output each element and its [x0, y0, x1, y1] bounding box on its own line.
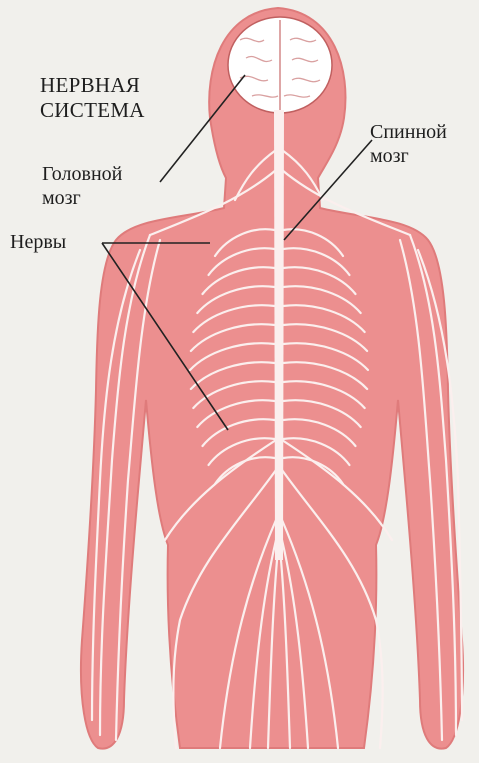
title-line-2: СИСТЕМА	[40, 98, 145, 123]
label-brain-line-2: мозг	[42, 186, 122, 210]
label-brain: Головной мозг	[42, 162, 122, 210]
label-spinal-cord-line-1: Спинной	[370, 120, 447, 144]
label-nerves-text: Нервы	[10, 230, 66, 254]
title-line-1: НЕРВНАЯ	[40, 73, 145, 98]
diagram-title: НЕРВНАЯ СИСТЕМА	[40, 73, 145, 123]
spinal-cord	[274, 110, 284, 560]
label-nerves: Нервы	[10, 230, 66, 254]
label-spinal-cord: Спинной мозг	[370, 120, 447, 168]
brain	[228, 17, 332, 113]
label-spinal-cord-line-2: мозг	[370, 144, 447, 168]
label-brain-line-1: Головной	[42, 162, 122, 186]
